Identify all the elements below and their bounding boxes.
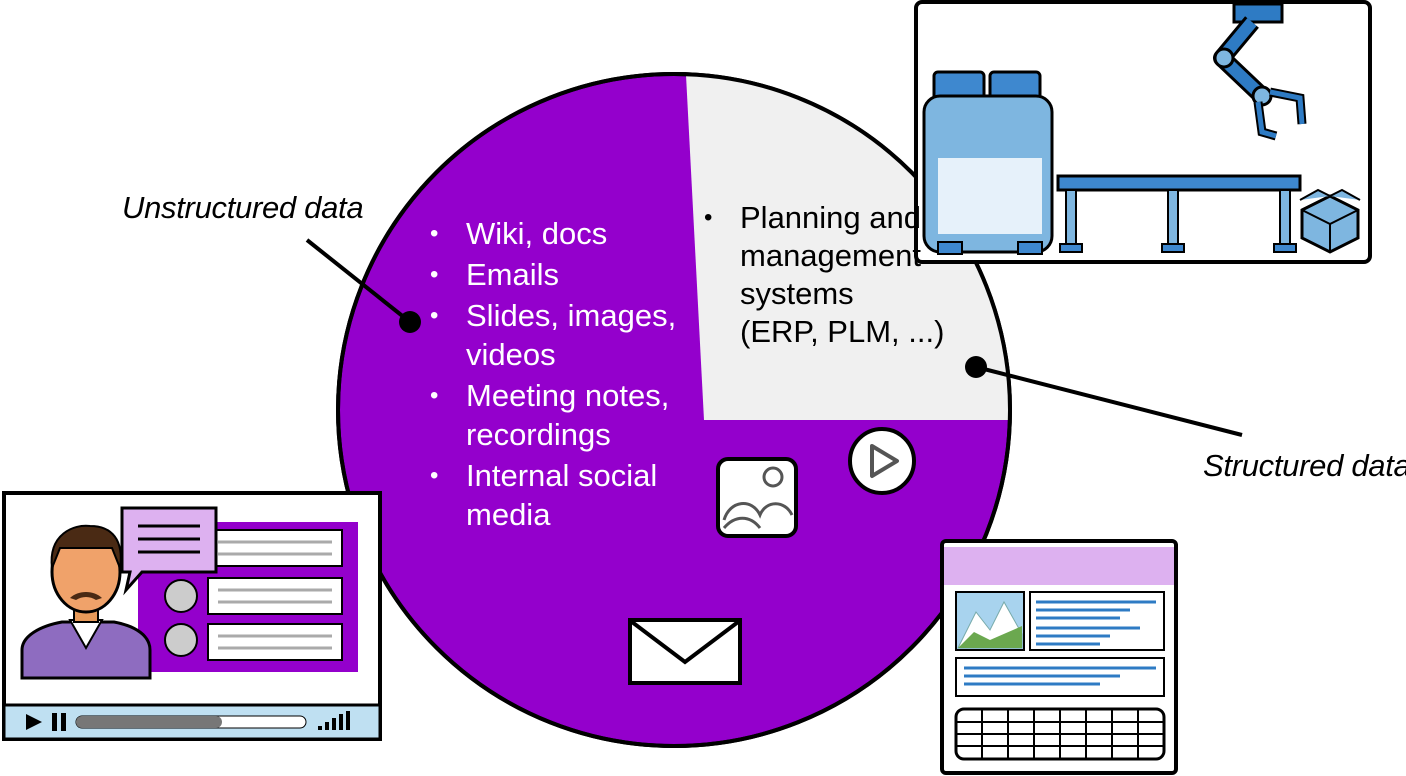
- image-icon: [716, 457, 798, 538]
- unstructured-pointer: [305, 238, 421, 333]
- unstructured-list-item-line: media: [466, 497, 551, 532]
- unstructured-list-item-line: Wiki, docs: [466, 216, 608, 251]
- unstructured-list-item: Emails: [430, 255, 676, 294]
- structured-list-item-line: management: [740, 238, 921, 273]
- structured-list-item-line: (ERP, PLM, ...): [740, 314, 945, 349]
- video-call-icon: [2, 491, 382, 741]
- structured-pointer: [965, 356, 1243, 437]
- unstructured-data-list: Wiki, docsEmailsSlides, images, videosMee…: [430, 214, 676, 536]
- unstructured-list-item: Slides, images, videos: [430, 296, 676, 374]
- unstructured-list-item-line: recordings: [466, 417, 611, 452]
- mail-icon: [628, 618, 742, 685]
- unstructured-data-label: Unstructured data: [122, 190, 364, 225]
- unstructured-list-item-line: Meeting notes,: [466, 378, 670, 413]
- structured-data-label: Structured data: [1203, 448, 1406, 483]
- structured-list-item-line: systems: [740, 276, 854, 311]
- play-icon: [848, 427, 916, 495]
- document-table-icon: [940, 539, 1178, 775]
- structured-list-item-line: Planning and: [740, 200, 921, 235]
- unstructured-list-item: Wiki, docs: [430, 214, 676, 253]
- unstructured-list-item-line: Slides, images,: [466, 298, 677, 333]
- unstructured-list-item: Meeting notes, recordings: [430, 376, 676, 454]
- unstructured-list-item-line: Internal social: [466, 458, 658, 493]
- unstructured-list-item-line: Emails: [466, 257, 560, 292]
- unstructured-list-item: Internal social media: [430, 456, 676, 534]
- unstructured-list-item-line: videos: [466, 337, 556, 372]
- factory-robot-icon: [914, 0, 1372, 264]
